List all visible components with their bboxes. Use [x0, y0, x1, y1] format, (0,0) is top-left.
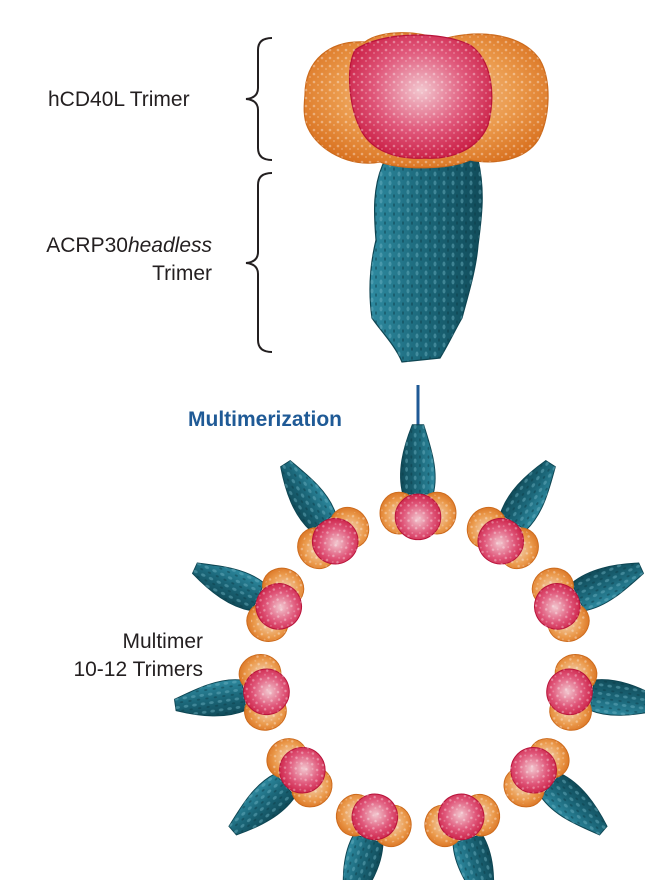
- single-trimer-illustration: [303, 32, 549, 363]
- multimer-line1: Multimer: [122, 630, 203, 653]
- multimer-ring: [169, 424, 645, 880]
- multimer-trimer-8: [207, 726, 345, 860]
- multimer-trimer-11: [252, 442, 380, 582]
- acrp30-italic: headless: [127, 234, 212, 257]
- multimerization-label: Multimerization: [188, 408, 343, 431]
- multimer-trimer-1: [379, 424, 457, 541]
- acrp30-headless-trimer-label: ACRP30headless Trimer: [20, 232, 212, 288]
- multimer-trimer-5: [491, 726, 629, 860]
- bracket-acrp30: [245, 172, 273, 353]
- multimer-trimer-4: [541, 650, 645, 744]
- multimer-line2: 10-12 Trimers: [73, 658, 203, 681]
- acrp30-suffix: Trimer: [152, 262, 212, 285]
- multimer-label: Multimer 10-12 Trimers: [18, 628, 203, 684]
- bracket-hcd40l: [245, 37, 273, 161]
- hcd40l-trimer-label: hCD40L Trimer: [48, 88, 190, 111]
- acrp30-stalk: [369, 159, 483, 363]
- hcd40l-head: [303, 32, 549, 169]
- multimer-trimer-2: [456, 442, 584, 582]
- multimer-trimer-6: [417, 783, 525, 880]
- multimer-trimer-3: [520, 533, 645, 651]
- multimer-trimer-7: [311, 783, 419, 880]
- acrp30-prefix: ACRP30: [46, 234, 128, 257]
